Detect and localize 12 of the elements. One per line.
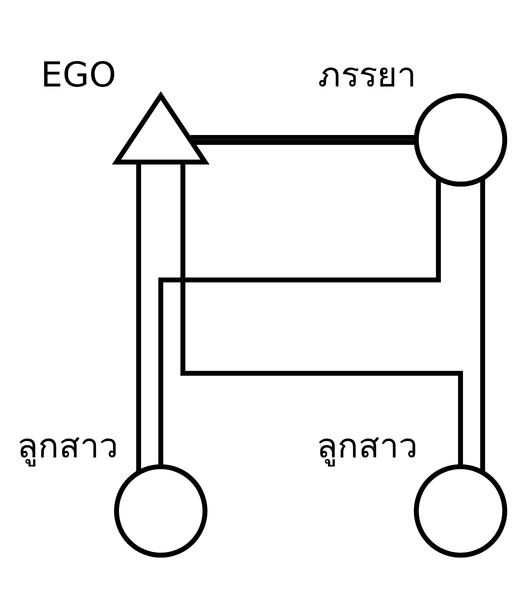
node-label: ลูกสาว (316, 426, 418, 466)
node-circle (414, 464, 508, 558)
node-circle (114, 464, 208, 558)
connector (136, 163, 142, 472)
connector (158, 178, 441, 466)
connector (480, 178, 486, 472)
node-circle (414, 93, 508, 187)
connector (180, 162, 463, 467)
node-label: ภรรยา (318, 55, 416, 96)
node-label: EGO (40, 55, 116, 96)
connector (190, 135, 416, 145)
node-label: ลูกสาว (16, 426, 118, 466)
